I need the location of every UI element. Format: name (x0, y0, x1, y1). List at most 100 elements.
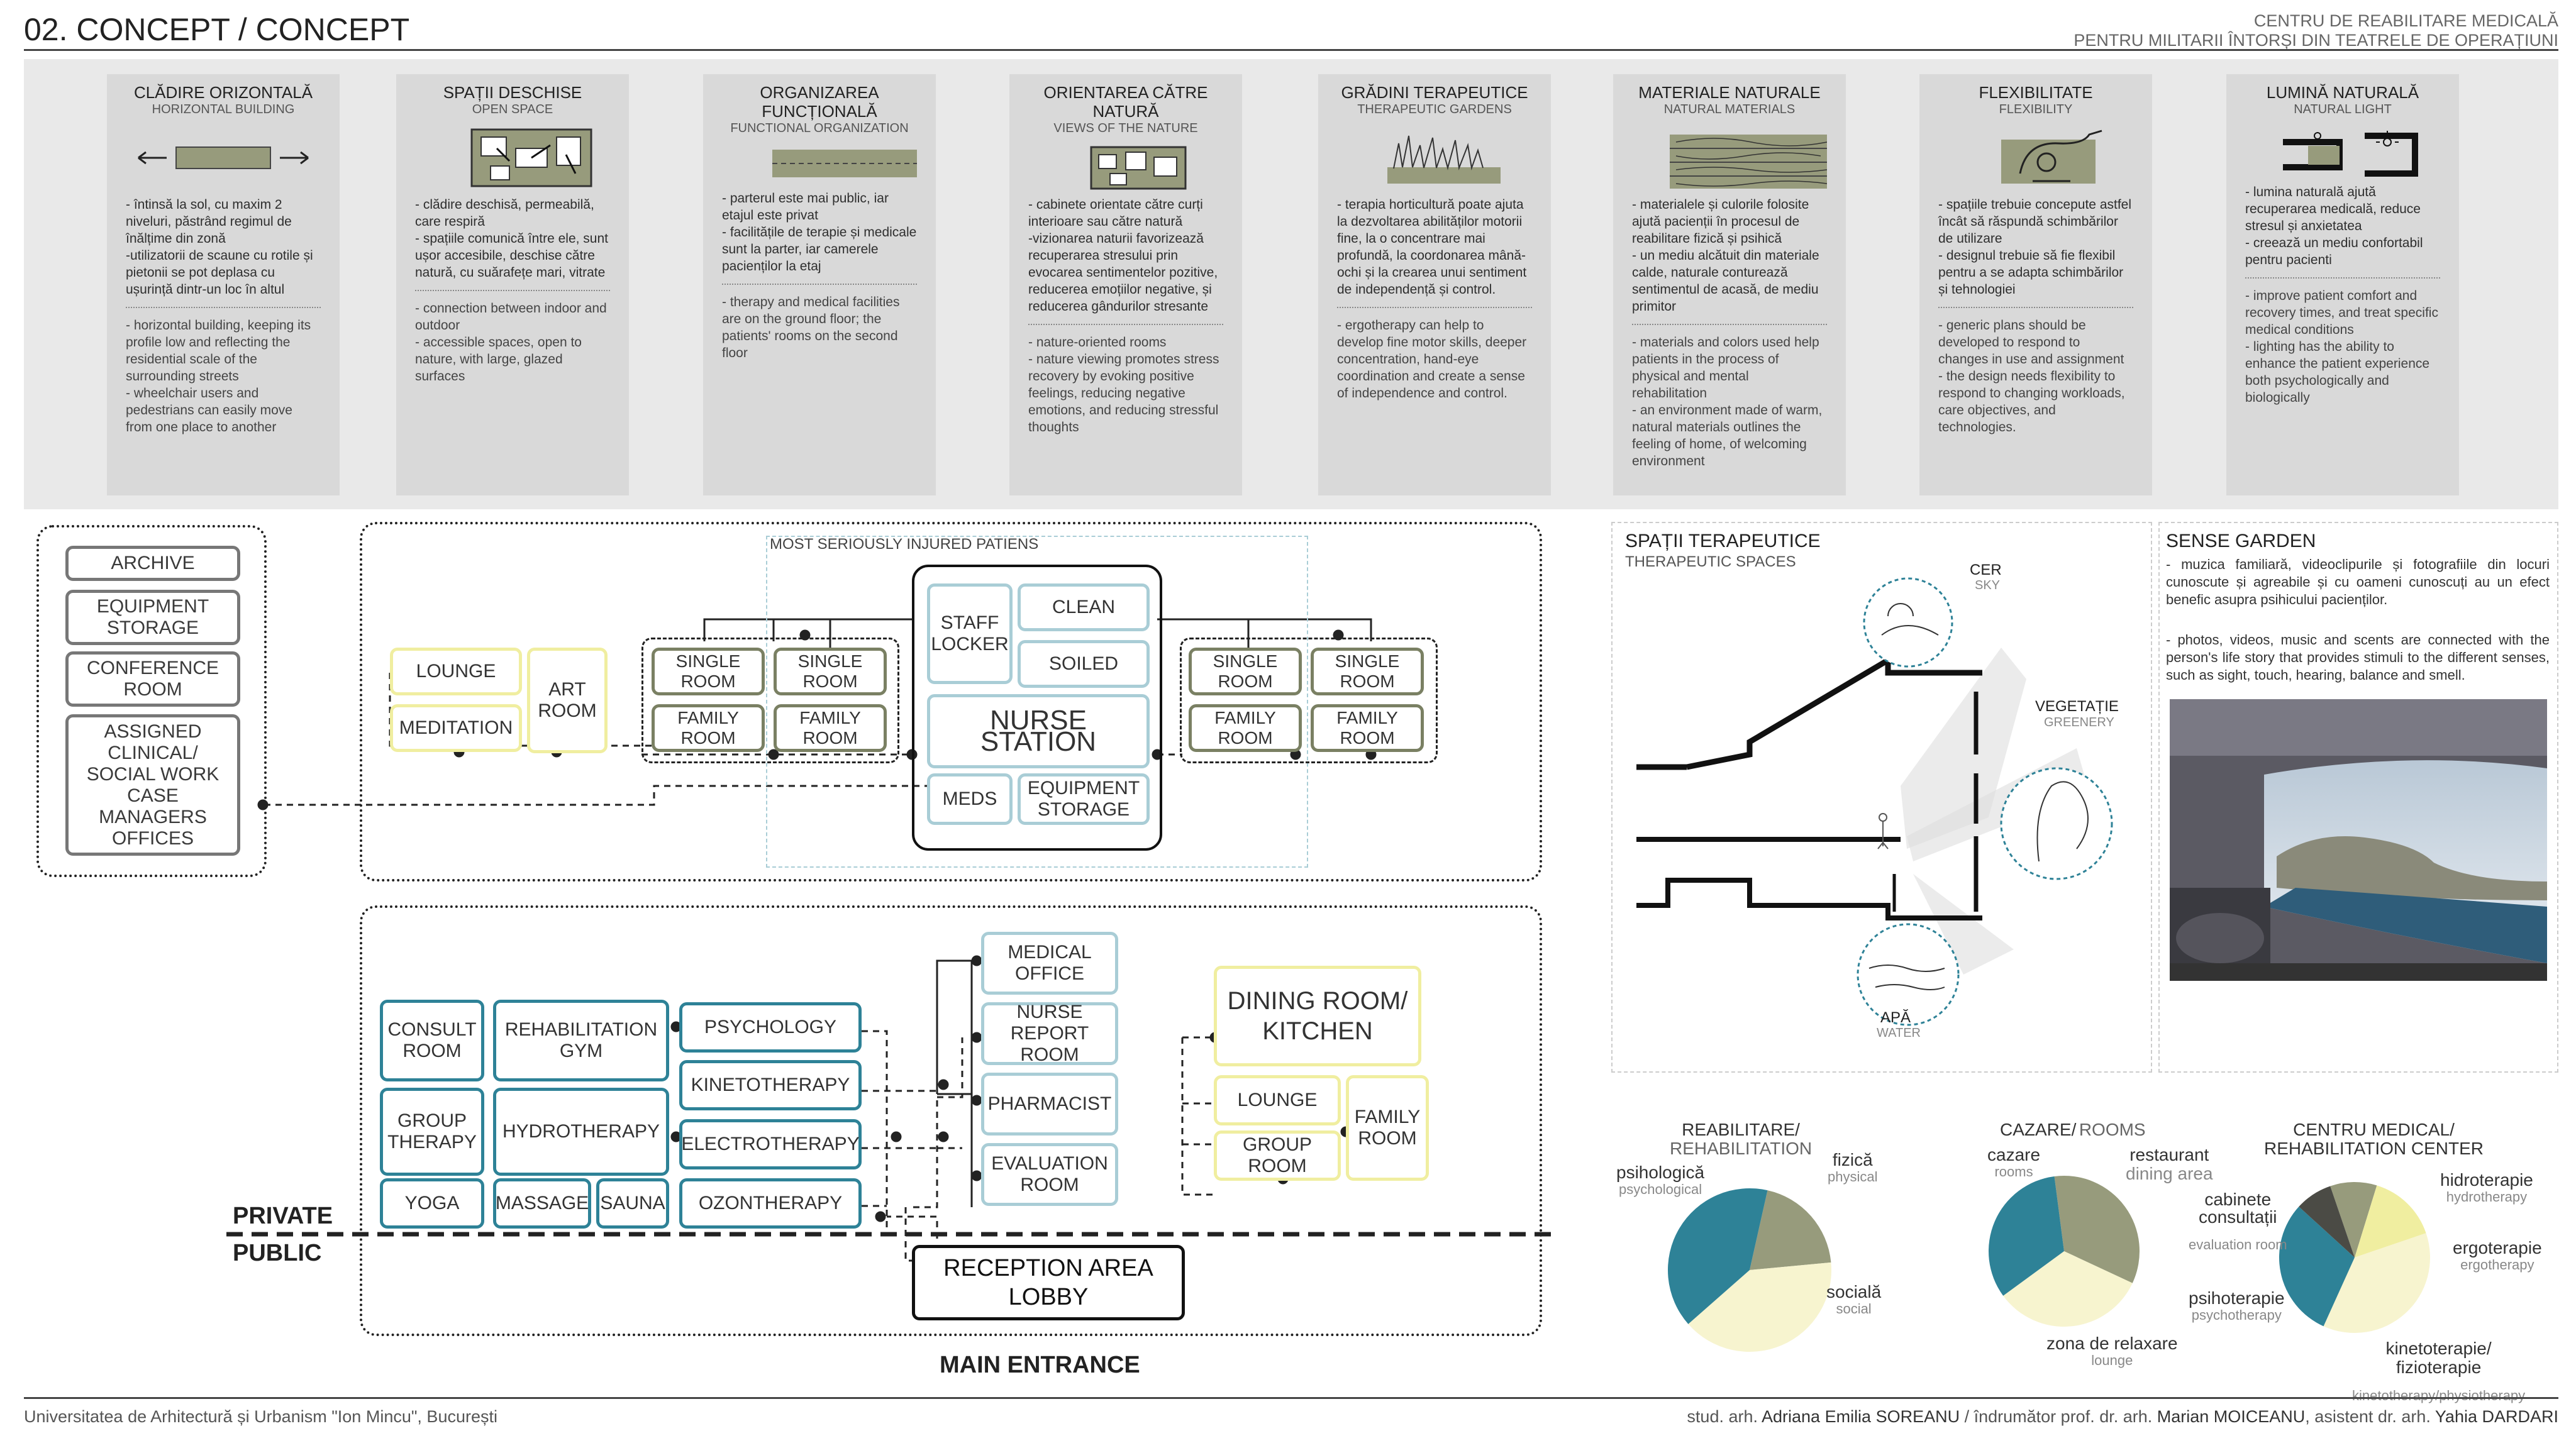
concept-card-gardens: GRĂDINI TERAPEUTICE THERAPEUTIC GARDENS … (1318, 74, 1551, 495)
slice-label: cabinete consultații (2199, 1190, 2277, 1227)
card-title: FLEXIBILITATE (1979, 83, 2093, 102)
case-managers-offices: ASSIGNED CLINICAL/ SOCIAL WORK CASE MANA… (65, 714, 240, 856)
upper-floor-group (360, 522, 1542, 882)
slice-label-en: social (1836, 1301, 1872, 1317)
equipment-storage-nurse: EQUIPMENT STORAGE (1018, 773, 1150, 825)
pie-medical-center (2279, 1182, 2430, 1333)
therapeutic-title: SPAȚII TERAPEUTICE (1625, 531, 1821, 551)
credit-student-label: stud. arh. (1687, 1407, 1762, 1426)
card-divider (1028, 324, 1223, 325)
water-label-en: WATER (1877, 1026, 1921, 1040)
sense-garden-text-ro: - muzica familiară, videoclipurile și fo… (2166, 556, 2550, 607)
card-text-en: - nature-oriented rooms - nature viewing… (1028, 335, 1219, 434)
group-therapy-room: GROUP THERAPY (380, 1088, 484, 1176)
slice-label-en: psychotherapy (2191, 1307, 2282, 1323)
dining-kitchen: DINING ROOM/ KITCHEN (1214, 966, 1421, 1066)
natural-light-icon (2245, 123, 2440, 180)
slice-label: socială (1826, 1282, 1882, 1302)
concept-card-open-space: SPAȚII DESCHISE OPEN SPACE - clădire des… (396, 74, 629, 495)
family-room: FAMILY ROOM (1311, 704, 1424, 752)
slice-label: kinetoterapie/ fizioterapie (2385, 1339, 2492, 1377)
pie2-label-kineto: kinetoterapie/ fizioterapie kinetotherap… (2352, 1328, 2525, 1415)
pie0-title-text: REABILITARE/ (1682, 1120, 1800, 1139)
sauna-room: SAUNA (596, 1178, 669, 1229)
staff-locker-room: STAFF LOCKER (927, 583, 1013, 684)
footer-university: Universitatea de Arhitectură și Urbanism… (24, 1407, 497, 1426)
pie-charts (1668, 1176, 2430, 1352)
nurse-station: NURSE STATION (927, 694, 1150, 768)
card-text-en: - ergotherapy can help to develop fine m… (1337, 318, 1527, 401)
pie-slice (2355, 1185, 2426, 1257)
slice-label: zona de relaxare (2046, 1334, 2178, 1353)
pie-slice (1688, 1262, 1831, 1352)
injured-patients-label: MOST SERIOUSLY INJURED PATIENS (770, 536, 1039, 553)
sky-label-en: SKY (1975, 578, 2001, 592)
flexibility-icon (1938, 123, 2133, 192)
card-text-ro: - spațiile trebuie concepute astfel încâ… (1938, 197, 2132, 297)
pie1-label-rooms: cazare rooms (1987, 1146, 2040, 1180)
family-room: FAMILY ROOM (652, 704, 765, 752)
project-title-line2: PENTRU MILITARII ÎNTORȘI DIN TEATRELE DE… (2074, 31, 2558, 50)
family-room: FAMILY ROOM (774, 704, 887, 752)
family-room-ground: FAMILY ROOM (1346, 1075, 1429, 1181)
injured-patients-zone (766, 536, 1308, 868)
credit-student: Adriana Emilia SOREANU (1762, 1407, 1960, 1426)
project-title: CENTRU DE REABILITARE MEDICALĂ PENTRU MI… (2074, 11, 2558, 50)
card-divider (722, 284, 917, 285)
card-divider (415, 290, 610, 291)
card-title: LUMINĂ NATURALĂ (2266, 83, 2419, 102)
card-text-ro: - cabinete orientate către curți interio… (1028, 197, 1218, 314)
sense-garden-photo (2170, 699, 2547, 981)
pie-rooms (1989, 1176, 2140, 1327)
private-label: PRIVATE (233, 1203, 333, 1229)
conference-room: CONFERENCE ROOM (65, 651, 240, 707)
pie1-label-restaurant: restaurant dining area (2126, 1146, 2213, 1183)
pie2-label-consult: cabinete consultații evaluation room (2189, 1180, 2287, 1264)
soiled-room: SOILED (1018, 640, 1150, 688)
art-room: ART ROOM (527, 648, 608, 753)
meds-room: MEDS (927, 773, 1013, 825)
title-main: 02. CONCEPT (24, 12, 230, 47)
pie-slice (2299, 1186, 2355, 1257)
slice-label: cazare (1987, 1145, 2041, 1164)
page-title: 02. CONCEPT / CONCEPT (24, 11, 409, 48)
pie2-title: CENTRU MEDICAL/ REHABILITATION CENTER (2264, 1120, 2484, 1158)
card-subtitle: FUNCTIONAL ORGANIZATION (730, 121, 909, 135)
functional-organization-icon (722, 142, 917, 186)
slice-label: ergoterapie (2453, 1238, 2542, 1257)
medical-office: MEDICAL OFFICE (981, 932, 1118, 995)
pie-slice (1989, 1176, 2064, 1296)
footer-rule (24, 1397, 2558, 1399)
hydrotherapy-room: HYDROTHERAPY (493, 1088, 669, 1176)
therapeutic-section-drawing (1636, 577, 2113, 1026)
slice-label: psihoterapie (2189, 1288, 2285, 1308)
card-text-ro: - lumina naturală ajută recuperarea medi… (2245, 185, 2423, 267)
concept-card-nature-views: ORIENTAREA CĂTRE NATURĂ VIEWS OF THE NAT… (1009, 74, 1242, 495)
card-title: SPAȚII DESCHISE (443, 83, 582, 102)
lounge-ground: LOUNGE (1214, 1075, 1341, 1125)
sky-label: CER (1970, 561, 2002, 578)
pie0-label-physical: fizică physical (1828, 1151, 1877, 1185)
rooms-group-right (1180, 638, 1438, 763)
pie1-subtitle: ROOMS (2079, 1120, 2146, 1139)
electrotherapy-room: ELECTROTHERAPY (679, 1119, 862, 1169)
card-title: MATERIALE NATURALE (1638, 83, 1821, 102)
pie0-title: REABILITARE/ REHABILITATION (1670, 1120, 1812, 1158)
card-text-ro: - terapia horticultură poate ajuta la de… (1337, 197, 1527, 297)
greenery-label-en: GREENERY (2044, 716, 2114, 729)
admin-group (36, 525, 267, 877)
slice-label: restaurant (2129, 1145, 2209, 1164)
pie1-label-lounge: zona de relaxare lounge (2046, 1334, 2178, 1368)
card-subtitle: OPEN SPACE (472, 102, 553, 116)
kinetotherapy-room: KINETOTHERAPY (679, 1060, 862, 1110)
card-subtitle: VIEWS OF THE NATURE (1053, 121, 1198, 135)
pie-slice (1668, 1188, 1768, 1324)
header-rule (24, 49, 2558, 51)
card-text-ro: - materialele și culorile folosite ajută… (1632, 197, 1819, 314)
slice-label-en: ergotherapy (2460, 1257, 2534, 1273)
rooms-group-left (641, 638, 899, 763)
pie-slice (2323, 1233, 2430, 1333)
card-divider (1632, 324, 1827, 325)
evaluation-room: EVALUATION ROOM (981, 1143, 1118, 1206)
reception-lobby: RECEPTION AREA LOBBY (912, 1245, 1185, 1320)
